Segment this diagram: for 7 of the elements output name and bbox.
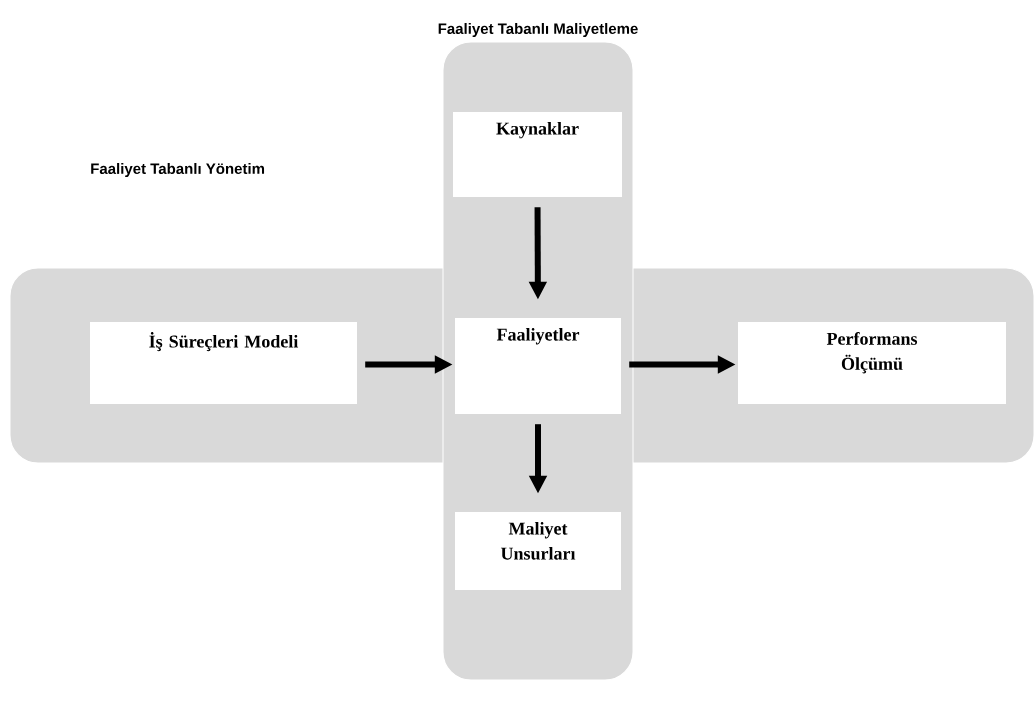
process-box: Faaliyetler <box>455 318 621 414</box>
process-box: İş Süreçleri Modeli <box>90 322 357 404</box>
section-heading: Faaliyet Tabanlı Yönetim <box>91 163 265 177</box>
node-label: Faaliyet Tabanlı Maliyetleme <box>438 23 638 37</box>
process-box: Performans Ölçümü <box>738 322 1006 404</box>
process-box: Kaynaklar <box>453 112 622 197</box>
process-box: Maliyet Unsurları <box>455 512 621 590</box>
